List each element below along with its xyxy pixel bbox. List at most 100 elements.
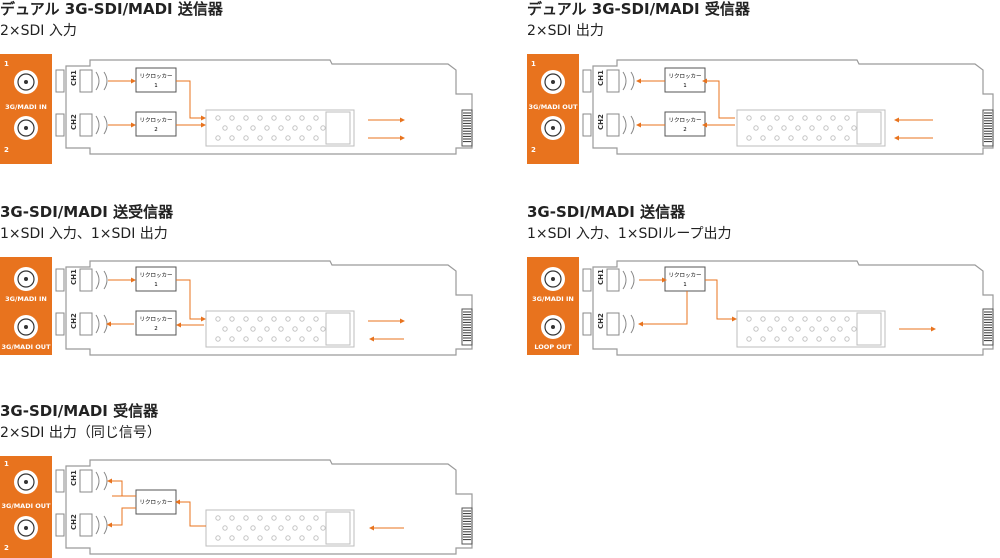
vent-hole <box>837 125 843 131</box>
signal-arrows <box>639 279 933 330</box>
sfp-module <box>205 507 473 547</box>
vent-hole <box>781 326 787 332</box>
port-label-loop: LOOP OUT <box>534 343 572 351</box>
vent-hole <box>278 525 284 531</box>
vent-hole <box>292 125 298 131</box>
port-label: 3G/MADI OUT <box>528 103 578 111</box>
bnc-connector-2[interactable] <box>14 116 38 140</box>
bnc-connector-in[interactable] <box>14 267 38 291</box>
vent-hole <box>285 316 291 322</box>
port-number-top: 1 <box>531 60 536 68</box>
vent-hole <box>313 515 319 521</box>
vent-hole <box>306 525 312 531</box>
vent-hole <box>278 125 284 131</box>
vent-hole <box>844 316 850 322</box>
vent-hole <box>257 135 263 141</box>
arrow-heads <box>638 277 936 332</box>
vent-hole <box>250 326 256 332</box>
vent-hole <box>215 316 221 322</box>
panel-subtitle: 1×SDI 入力、1×SDI 出力 <box>0 226 168 242</box>
vent-hole <box>802 316 808 322</box>
vent-hole <box>243 336 249 342</box>
vent-hole <box>215 515 221 521</box>
vent-hole <box>746 316 752 322</box>
ch2-label: CH2 <box>597 313 605 329</box>
vent-hole <box>243 535 249 541</box>
svg-text:1: 1 <box>683 83 687 89</box>
bnc-connector-out[interactable] <box>14 315 38 339</box>
svg-text:リクロッカー: リクロッカー <box>139 117 172 124</box>
ch-connectors <box>55 268 108 336</box>
bnc-connector-1[interactable] <box>541 70 565 94</box>
svg-text:リクロッカー: リクロッカー <box>668 73 701 80</box>
vent-hole <box>285 515 291 521</box>
vent-hole <box>753 326 759 332</box>
svg-text:2: 2 <box>154 326 158 332</box>
card-outline <box>65 260 473 356</box>
vent-hole <box>264 125 270 131</box>
sfp-module <box>205 308 473 348</box>
panel-transmitter-loop: 3G-SDI/MADI 送信器 1×SDI 入力、1×SDIループ出力 3G/M… <box>527 203 1000 373</box>
vent-hole <box>236 326 242 332</box>
vent-hole <box>802 336 808 342</box>
svg-text:リクロッカー: リクロッカー <box>139 272 172 279</box>
panel-title: 3G-SDI/MADI 送信器 <box>527 203 686 221</box>
vent-hole <box>795 326 801 332</box>
sfp-diagram: 1 2 3G/MADI OUT CH1 CH2 リクロッカー <box>0 456 473 558</box>
vent-hole <box>753 125 759 131</box>
panel-title: 3G-SDI/MADI 送受信器 <box>0 203 174 221</box>
card-outline <box>592 260 994 356</box>
vent-hole <box>767 326 773 332</box>
port-number-bottom: 2 <box>531 146 536 154</box>
vent-hole <box>837 326 843 332</box>
svg-text:1: 1 <box>154 83 158 89</box>
vent-hole <box>795 125 801 131</box>
ch1-label: CH1 <box>70 269 78 285</box>
bnc-connector-1[interactable] <box>14 470 38 494</box>
panel-subtitle: 2×SDI 出力（同じ信号） <box>0 425 161 441</box>
bnc-connector-2[interactable] <box>541 116 565 140</box>
svg-text:リクロッカー: リクロッカー <box>139 499 172 506</box>
vent-hole <box>250 525 256 531</box>
vent-hole <box>271 135 277 141</box>
panel-subtitle: 1×SDI 入力、1×SDIループ出力 <box>527 226 732 242</box>
ch1-label: CH1 <box>597 269 605 285</box>
vent-hole <box>243 135 249 141</box>
signal-arrows <box>108 279 404 340</box>
vent-hole <box>313 336 319 342</box>
ch1-label: CH1 <box>70 470 78 486</box>
vent-hole <box>299 336 305 342</box>
bnc-connector-2[interactable] <box>14 516 38 540</box>
arrow-heads <box>636 78 899 141</box>
sfp-module <box>205 109 473 147</box>
svg-text:リクロッカー: リクロッカー <box>668 272 701 279</box>
vent-hole <box>809 326 815 332</box>
reclocker-1: リクロッカー 1 <box>135 67 177 93</box>
sfp-module <box>736 308 994 348</box>
panel-title: デュアル 3G-SDI/MADI 送信器 <box>0 0 223 18</box>
vent-hole <box>215 135 221 141</box>
vent-hole <box>816 336 822 342</box>
bnc-connector-loop[interactable] <box>541 315 565 339</box>
signal-arrows <box>639 80 933 139</box>
bnc-connector-1[interactable] <box>14 70 38 94</box>
svg-text:リクロッカー: リクロッカー <box>139 73 172 80</box>
vent-hole <box>292 525 298 531</box>
vent-hole <box>781 125 787 131</box>
signal-arrows <box>108 80 402 139</box>
vent-hole <box>760 336 766 342</box>
vent-hole <box>844 336 850 342</box>
vent-hole <box>271 535 277 541</box>
port-label: 3G/MADI OUT <box>1 502 51 510</box>
vent-hole <box>243 115 249 121</box>
port-label-out: 3G/MADI OUT <box>1 343 51 351</box>
bnc-connector-in[interactable] <box>541 267 565 291</box>
arrow-heads <box>106 277 405 342</box>
ch-connectors <box>582 69 635 137</box>
port-label: 3G/MADI IN <box>5 103 47 111</box>
vent-hole <box>313 316 319 322</box>
